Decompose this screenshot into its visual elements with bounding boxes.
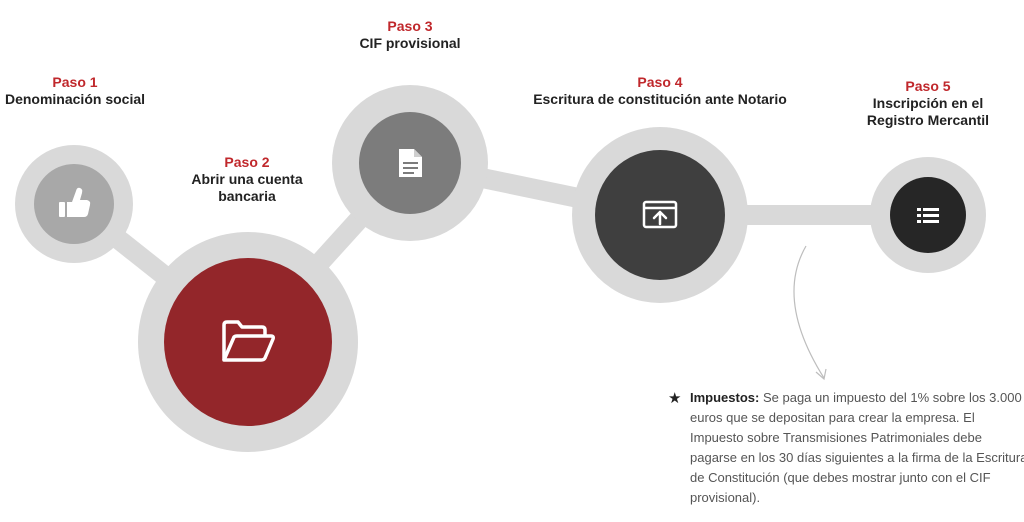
step-title: CIF provisional — [359, 34, 461, 51]
step-number: Paso 2 — [224, 154, 270, 170]
thumbs-up-icon — [59, 187, 91, 217]
circle-step-2 — [164, 258, 332, 426]
step-title: Denominación social — [4, 90, 146, 107]
tax-note-text: Se paga un impuesto del 1% sobre los 3.0… — [690, 390, 1024, 505]
step-number: Paso 5 — [905, 78, 951, 94]
step-label-4: Paso 4 Escritura de constitución ante No… — [520, 74, 800, 108]
tax-note-lead: Impuestos: — [690, 390, 760, 405]
tax-note-body: Impuestos: Se paga un impuesto del 1% so… — [690, 388, 1024, 508]
annotation-arrow — [793, 245, 827, 381]
step-number: Paso 1 — [52, 74, 98, 90]
tax-note: ★ Impuestos: Se paga un impuesto del 1% … — [668, 388, 1024, 508]
folder-open-icon — [222, 320, 275, 362]
document-icon — [399, 149, 422, 177]
step-title: Inscripción en el Registro Mercantil — [866, 94, 990, 128]
step-label-1: Paso 1 Denominación social — [0, 74, 150, 108]
step-number: Paso 4 — [637, 74, 683, 90]
step-title: Escritura de constitución ante Notario — [533, 90, 787, 107]
step-number: Paso 3 — [387, 18, 433, 34]
star-icon: ★ — [668, 390, 682, 407]
step-label-3: Paso 3 CIF provisional — [330, 18, 490, 52]
step-label-5: Paso 5 Inscripción en el Registro Mercan… — [858, 78, 998, 128]
upload-window-icon — [642, 200, 678, 229]
list-icon — [917, 208, 939, 223]
step-title: Abrir una cuenta bancaria — [191, 170, 303, 204]
step-label-2: Paso 2 Abrir una cuenta bancaria — [187, 154, 307, 204]
